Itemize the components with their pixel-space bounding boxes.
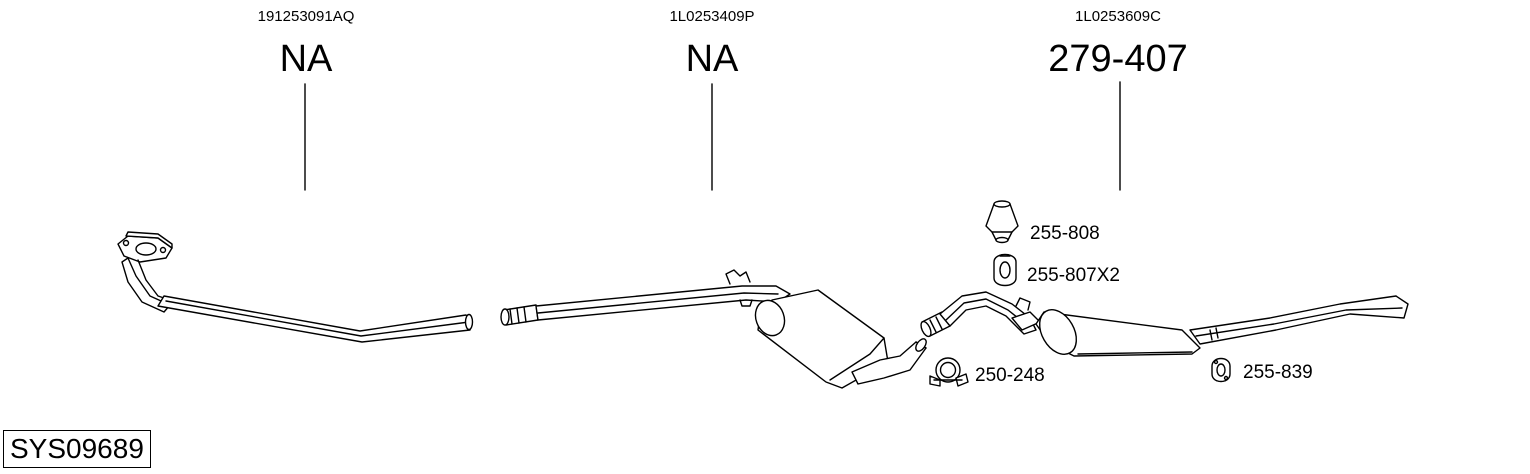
accessory-label-rear-ring: 255-839	[1243, 362, 1313, 383]
accessory-label-rubber-ring: 255-807X2	[1027, 265, 1120, 286]
middle-silencer-illustration	[500, 269, 927, 389]
rubber-mount-icon	[985, 200, 1019, 244]
accessory-label-rubber-mount: 255-808	[1030, 223, 1100, 244]
oem-number-front-pipe: 191253091AQ	[257, 8, 355, 25]
oem-number-rear-silencer: 1L0253609C	[1075, 8, 1161, 25]
part-number-front-pipe: NA	[279, 38, 333, 80]
part-number-rear-silencer: 279-407	[1048, 38, 1188, 80]
clamp-icon	[929, 357, 969, 387]
rear-rubber-ring-icon	[1211, 357, 1231, 383]
accessory-label-clamp: 250-248	[975, 365, 1045, 386]
system-code-box: SYS09689	[3, 430, 151, 468]
rubber-ring-icon	[993, 253, 1017, 287]
oem-number-middle-silencer: 1L0253409P	[669, 8, 755, 25]
rear-silencer-illustration	[920, 291, 1409, 357]
part-number-middle-silencer: NA	[685, 38, 739, 80]
front-pipe-illustration	[117, 231, 474, 343]
